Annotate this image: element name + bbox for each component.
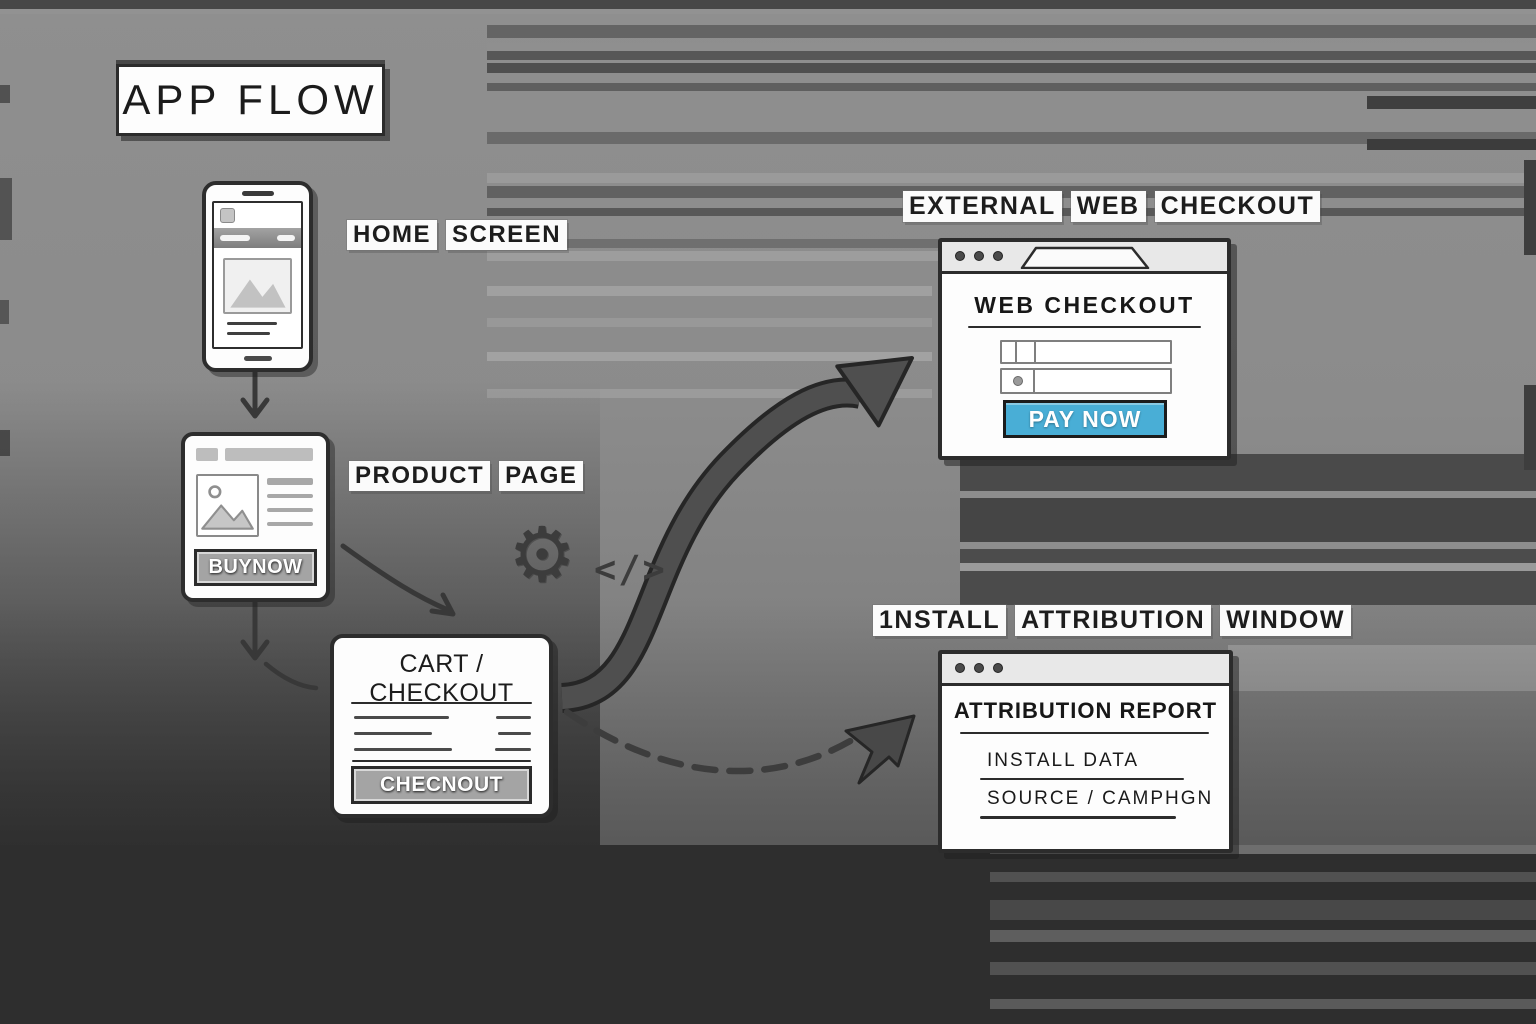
text-line bbox=[496, 716, 531, 719]
home-screen-label: HOME SCREEN bbox=[347, 220, 568, 250]
header-bar bbox=[225, 448, 313, 461]
text-line bbox=[227, 332, 270, 335]
text-line bbox=[267, 478, 313, 485]
install-data-row: INSTALL DATA bbox=[987, 750, 1140, 771]
window-dot bbox=[993, 663, 1003, 673]
text-line bbox=[267, 508, 313, 512]
code-icon: </> bbox=[594, 548, 667, 591]
product-page-label: PRODUCT PAGE bbox=[349, 461, 584, 491]
window-titlebar bbox=[942, 242, 1227, 274]
window-dot bbox=[993, 251, 1003, 261]
text-line bbox=[354, 732, 432, 735]
window-titlebar bbox=[942, 654, 1229, 686]
radio-dot-icon bbox=[1013, 376, 1023, 386]
navbar-pill bbox=[277, 235, 295, 241]
cart-heading: CART / CHECKOUT bbox=[369, 650, 514, 707]
input-field-2[interactable] bbox=[1000, 368, 1172, 394]
text-line bbox=[227, 322, 277, 325]
phone-speaker bbox=[241, 191, 274, 196]
mountains-icon bbox=[230, 279, 286, 308]
install-attribution-label: 1NSTALL ATTRIBUTION WINDOW bbox=[873, 605, 1351, 636]
window-dot bbox=[974, 251, 984, 261]
source-campaign-row: SOURCE / CAMPHGN bbox=[987, 788, 1214, 809]
cart-checkout-box: CART / CHECKOUT CHECNOUT bbox=[330, 634, 553, 818]
text-line bbox=[354, 748, 452, 751]
phone-screen bbox=[212, 201, 303, 349]
divider bbox=[968, 326, 1201, 328]
external-web-checkout-label: EXTERNAL WEB CHECKOUT bbox=[903, 191, 1321, 222]
attribution-window: ATTRIBUTION REPORT INSTALL DATA SOURCE /… bbox=[938, 650, 1233, 853]
gear-icon: ⚙ bbox=[508, 513, 577, 598]
web-checkout-heading: WEB CHECKOUT bbox=[974, 292, 1195, 318]
product-page-card: BUYNOW bbox=[181, 432, 330, 602]
web-checkout-window: WEB CHECKOUT PAY NOW bbox=[938, 238, 1231, 460]
browser-tab[interactable] bbox=[1018, 246, 1152, 269]
home-screen-phone bbox=[202, 181, 313, 372]
navbar-pill bbox=[220, 235, 250, 241]
product-image-placeholder bbox=[196, 474, 259, 537]
divider bbox=[352, 760, 531, 762]
field-segment bbox=[1002, 370, 1035, 392]
page-title: APP FLOW bbox=[122, 76, 379, 123]
header-block bbox=[196, 448, 218, 461]
window-dot bbox=[974, 663, 984, 673]
app-icon bbox=[220, 208, 235, 223]
field-segment bbox=[1002, 342, 1017, 362]
divider bbox=[980, 778, 1184, 780]
input-field-1[interactable] bbox=[1000, 340, 1172, 364]
divider bbox=[351, 702, 532, 704]
field-segment bbox=[1017, 342, 1036, 362]
window-dot bbox=[955, 251, 965, 261]
window-dot bbox=[955, 663, 965, 673]
buy-now-button[interactable]: BUYNOW bbox=[194, 549, 317, 586]
phone-home-bar bbox=[243, 356, 272, 361]
text-line bbox=[495, 748, 531, 751]
checkout-button[interactable]: CHECNOUT bbox=[351, 766, 532, 804]
text-line bbox=[354, 716, 449, 719]
divider bbox=[980, 816, 1176, 819]
image-icon bbox=[201, 485, 254, 530]
attribution-heading: ATTRIBUTION REPORT bbox=[953, 698, 1218, 723]
phone-navbar bbox=[214, 228, 301, 248]
text-line bbox=[498, 732, 531, 735]
text-line bbox=[267, 522, 313, 526]
divider bbox=[960, 732, 1209, 734]
text-line bbox=[267, 494, 313, 498]
hero-image-placeholder bbox=[223, 258, 292, 314]
pay-now-button[interactable]: PAY NOW bbox=[1003, 400, 1167, 438]
diagram-title-box: APP FLOW bbox=[116, 64, 385, 136]
